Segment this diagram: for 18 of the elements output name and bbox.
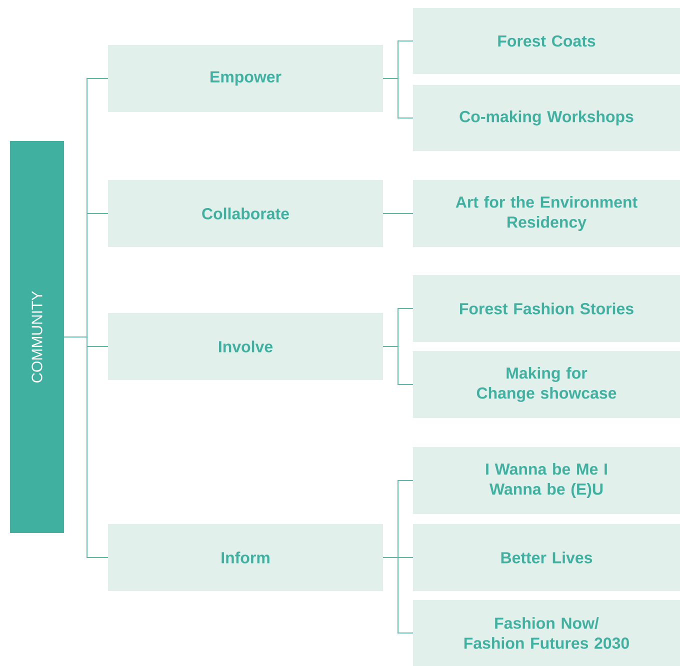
connector-line [382,346,414,385]
project-box: Better Lives [413,524,680,591]
connector-line [382,78,414,118]
category-box: Involve [108,313,383,380]
project-box: Making for Change showcase [413,351,680,418]
project-box: Fashion Now/ Fashion Futures 2030 [413,600,680,666]
project-box: I Wanna be Me I Wanna be (E)U [413,447,680,514]
project-box: Art for the Environment Residency [413,180,680,247]
project-box: Co-making Workshops [413,85,680,151]
connector-line [64,336,108,558]
connector-line [382,557,414,634]
connector-line [382,213,414,214]
project-box: Forest Coats [413,8,680,74]
category-box: Empower [108,45,383,112]
project-box: Forest Fashion Stories [413,275,680,342]
category-box: Collaborate [108,180,383,247]
category-bar: COMMUNITY [10,141,64,533]
category-box: Inform [108,524,383,591]
